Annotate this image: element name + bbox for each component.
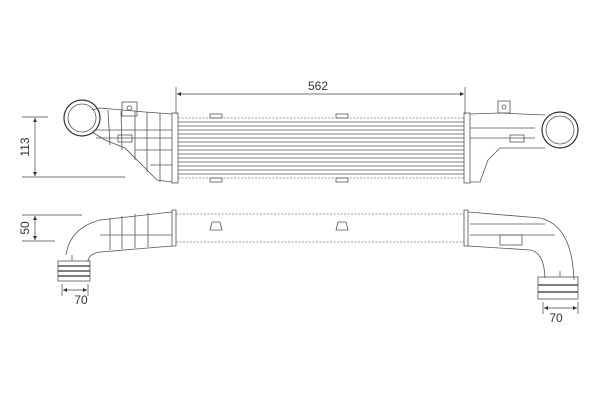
mounting-bracket — [121, 101, 138, 117]
dimension-562: 562 — [175, 79, 466, 114]
dimension-113: 113 — [18, 116, 125, 178]
dimension-label-50: 50 — [18, 221, 32, 235]
top-view: 562 113 — [18, 79, 579, 184]
dimension-label-562: 562 — [308, 79, 328, 93]
right-tank — [469, 100, 546, 183]
left-pipe-side — [57, 255, 91, 282]
left-tank — [91, 101, 173, 183]
dimension-label-70-right: 70 — [549, 311, 563, 325]
radiator-core — [171, 112, 471, 184]
dimension-70-right: 70 — [542, 302, 579, 325]
right-tank-side — [467, 211, 575, 281]
left-tank-side — [65, 211, 173, 263]
right-pipe-side — [537, 271, 579, 300]
dimension-70-left: 70 — [61, 284, 89, 307]
dimension-50: 50 — [18, 214, 82, 242]
dimension-label-113: 113 — [18, 137, 32, 156]
radiator-core-side — [171, 209, 469, 247]
right-pipe-end — [541, 111, 579, 149]
left-pipe-end — [63, 99, 101, 137]
bottom-view: 50 70 — [18, 209, 579, 325]
mounting-bracket — [497, 100, 511, 114]
dimension-label-70-left: 70 — [74, 293, 88, 307]
